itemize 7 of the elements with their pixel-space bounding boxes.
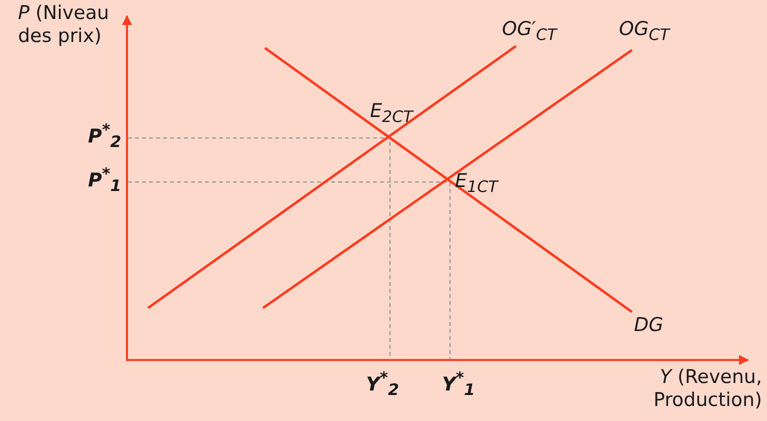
point-label: E$_{1CT}$ <box>455 170 498 198</box>
axis-label: P (Niveau des prix) <box>18 2 110 48</box>
curve-label: DG <box>634 314 664 337</box>
point-label: E$_{2CT}$ <box>370 100 413 128</box>
axis-label: Y (Revenu, Production) <box>652 366 762 412</box>
curve-label: OG′$_{CT}$ <box>502 18 557 46</box>
curve-label: OG$_{CT}$ <box>619 18 670 46</box>
